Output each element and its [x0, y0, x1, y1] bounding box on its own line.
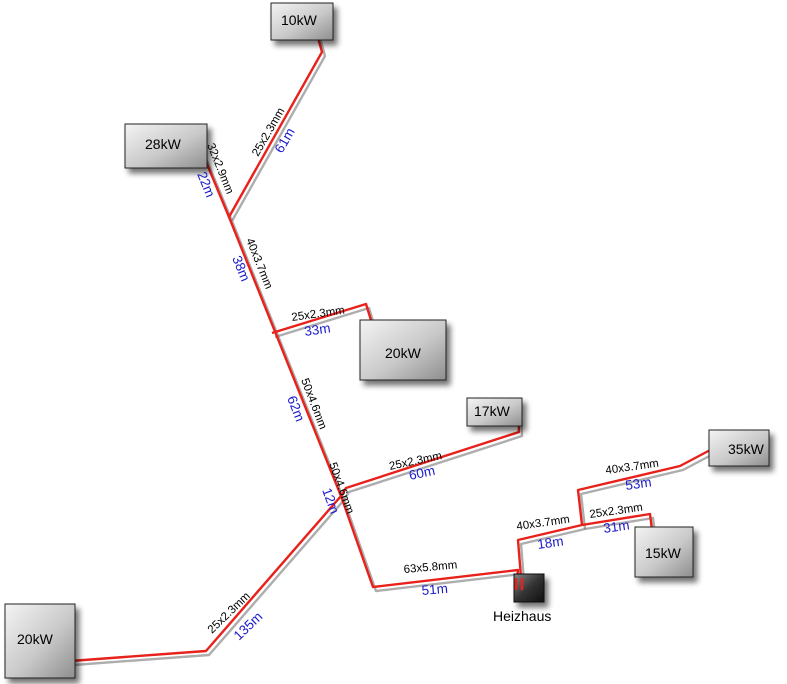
pipe-35kw-branch	[576, 446, 715, 526]
pipe-length: 38m	[229, 254, 253, 284]
pipe-length: 31m	[602, 517, 630, 536]
pipe-length: 33m	[303, 320, 331, 339]
consumer-15kw: 15kW	[634, 526, 694, 578]
consumer-10kw: 10kW	[270, 2, 334, 41]
pipe-dimension: 25x2.3mm	[589, 502, 644, 521]
consumer-20kw-left: 20kW	[4, 603, 76, 679]
consumer-label: 20kW	[385, 345, 422, 361]
consumer-28kw: 28kW	[124, 123, 208, 169]
pipe-dimension: 63x5.8mm	[403, 559, 458, 576]
consumer-label: 35kW	[728, 441, 765, 457]
consumer-35kw: 35kW	[708, 429, 770, 467]
pipe-length: 18m	[536, 533, 564, 552]
pipe-length: 51m	[421, 581, 448, 598]
heizhaus-label: Heizhaus	[493, 608, 551, 624]
consumer-20kw-mid: 20kW	[359, 319, 447, 381]
heizhaus	[513, 573, 545, 603]
consumer-17kw: 17kW	[466, 397, 523, 427]
consumer-label: 15kW	[645, 545, 682, 561]
pipe-left-branch	[50, 495, 342, 664]
consumer-label: 28kW	[145, 136, 182, 152]
pipe-length: 60m	[408, 463, 437, 483]
pipe-network	[50, 26, 718, 668]
pipe-length: 53m	[624, 474, 652, 493]
consumer-label: 20kW	[17, 631, 54, 647]
pipe-dimension: 40x3.7mm	[605, 458, 660, 477]
consumer-label: 10kW	[281, 12, 318, 28]
pipe-length: 22m	[194, 170, 218, 200]
pipe-main-trunk	[227, 26, 520, 591]
consumer-label: 17kW	[474, 403, 511, 419]
